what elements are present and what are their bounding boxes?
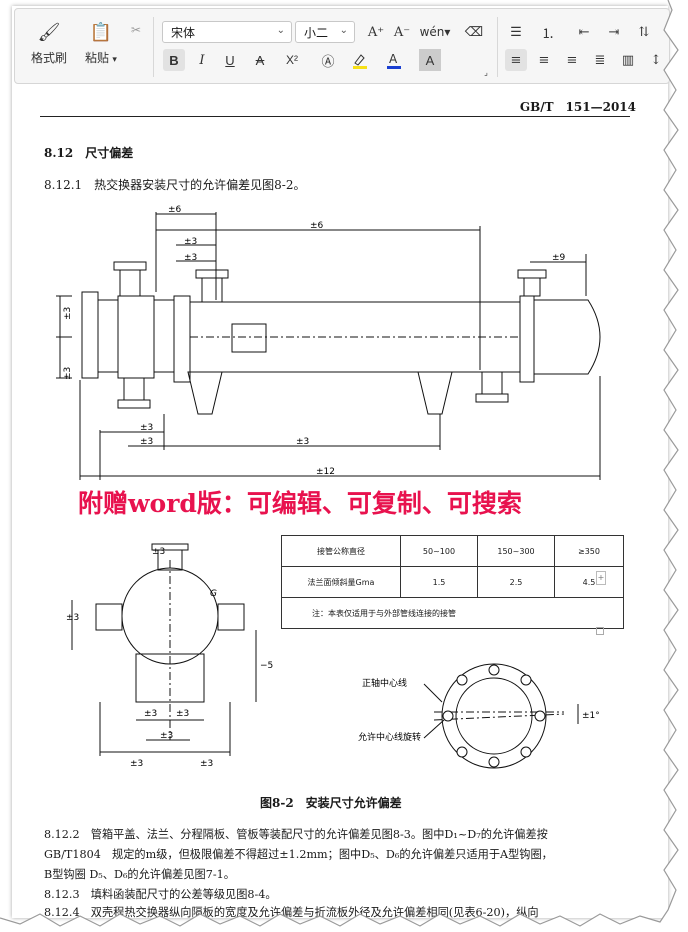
dim-label: G: [210, 589, 217, 599]
scissors-icon: ✂: [130, 23, 142, 37]
dim-label: ±3: [140, 437, 153, 447]
dim-label: ±3: [296, 437, 309, 447]
dim-label: ±3: [130, 759, 143, 769]
dim-label: ±3: [184, 253, 197, 263]
brush-icon: 🖌: [37, 22, 61, 42]
dim-label: −5: [260, 661, 273, 671]
strikethrough-button[interactable]: A: [255, 52, 265, 68]
standard-number-header: GB/T 151—2014: [519, 100, 636, 114]
char-shading-icon[interactable]: A: [419, 49, 441, 71]
font-name-select[interactable]: 宋体 ⌄: [162, 21, 292, 43]
chevron-down-icon: ⌄: [339, 25, 348, 36]
dim-label: ±3: [63, 367, 73, 380]
format-painter-button[interactable]: 🖌 格式刷: [30, 22, 67, 65]
paste-button[interactable]: 📋 粘贴 ▾: [85, 22, 117, 65]
clause-8-12-2-cont: GB/T1804 规定的m级，但极限偏差不得超过±1.2mm；图中D₅、D₆的允…: [44, 848, 553, 861]
align-right-button[interactable]: ≡: [566, 52, 578, 68]
header-rule: [40, 116, 630, 117]
font-dialog-launcher-icon[interactable]: ⌟: [484, 67, 488, 77]
clause-8-12-2: 8.12.2 管箱平盖、法兰、分程隔板、管板等装配尺寸的允许偏差见图8-3。图中…: [44, 828, 548, 841]
flange-tilt-table: 接管公称直径 50~100 150~300 ≥350 法兰面倾斜量Gma 1.5…: [281, 535, 624, 629]
table-move-handle[interactable]: +: [596, 571, 606, 585]
clipboard-icon: 📋: [89, 22, 113, 42]
cut-button[interactable]: ✂: [125, 19, 147, 41]
svg-text:A: A: [389, 52, 398, 66]
ring-drawing: 正轴中心线 允许中心线旋转 ±1°: [358, 663, 600, 769]
highlight-icon[interactable]: [349, 49, 371, 71]
toolbar-divider: [497, 17, 498, 77]
align-left-button[interactable]: ≡: [505, 49, 527, 71]
dim-label: ±6: [168, 205, 182, 215]
dim-label: ±9: [552, 253, 566, 263]
increase-indent-icon[interactable]: ⇥: [608, 24, 620, 40]
dim-label: ±3: [184, 237, 197, 247]
dim-label: ±3: [144, 709, 157, 719]
sort-icon[interactable]: ⇅: [638, 24, 650, 40]
dim-label: ±3: [140, 423, 153, 433]
justify-button[interactable]: ≣: [594, 52, 606, 68]
font-size-select[interactable]: 小二 ⌄: [295, 21, 355, 43]
phonetic-guide-icon[interactable]: wén▾: [419, 25, 451, 39]
dim-label: ±6: [310, 221, 324, 231]
grow-font-icon[interactable]: A⁺: [367, 24, 385, 40]
dim-label: ±3: [200, 759, 213, 769]
clause-8-12-2-cont: B型钩圈 D₅、D₆的允许偏差见图7-1。: [44, 868, 235, 881]
ring-rotation-label: 允许中心线旋转: [358, 731, 421, 743]
chevron-down-icon: ▾: [112, 54, 117, 64]
bold-button[interactable]: B: [163, 49, 185, 71]
decrease-indent-icon[interactable]: ⇤: [578, 24, 590, 40]
table-resize-handle[interactable]: [596, 627, 604, 635]
dim-label: ±3: [152, 547, 165, 557]
table-row: 注：本表仅适用于与外部管线连接的接管: [281, 597, 624, 629]
font-color-icon[interactable]: A: [383, 49, 405, 71]
side-view-drawing: ±3 G ±3 −5 ±3 ±3 ±3 ±3 ±3: [66, 543, 273, 769]
ring-angle-label: ±1°: [582, 711, 600, 721]
italic-button[interactable]: I: [199, 52, 205, 68]
clause-8-12-3: 8.12.3 填料函装配尺寸的公差等级见图8-4。: [44, 888, 277, 901]
table-row: 接管公称直径 50~100 150~300 ≥350: [281, 535, 624, 567]
line-spacing-icon[interactable]: ↕: [650, 52, 662, 68]
toolbar-divider: [153, 17, 154, 77]
dim-label: ±3: [63, 307, 73, 320]
watermark-banner: 附赠word版：可编辑、可复制、可搜索: [78, 489, 522, 518]
dim-label: ±3: [66, 613, 79, 623]
clause-8-12-1: 8.12.1 热交换器安装尺寸的允许偏差见图8-2。: [44, 178, 306, 192]
distributed-button[interactable]: ▥: [621, 52, 635, 68]
table-row: 法兰面倾斜量Gma 1.5 2.5 4.5: [281, 566, 624, 598]
heat-exchanger-drawing: ±6 ±6 ±3 ±3 ±9 ±3 ±3 ±3 ±3 ±3 ±12: [56, 205, 601, 480]
align-center-button[interactable]: ≡: [538, 52, 550, 68]
shrink-font-icon[interactable]: A⁻: [393, 24, 411, 40]
clause-8-12-4: 8.12.4 双壳程热交换器纵向隔板的宽度及允许偏差与折流板外径及允许偏差相同(…: [44, 906, 539, 919]
underline-button[interactable]: U: [225, 52, 235, 68]
dim-label: ±3: [160, 731, 173, 741]
bullets-icon[interactable]: ☰: [510, 24, 522, 40]
numbering-icon[interactable]: ⒈: [541, 26, 555, 42]
text-effect-icon[interactable]: Ⓐ: [321, 54, 335, 70]
chevron-down-icon: ⌄: [276, 25, 285, 36]
superscript-button[interactable]: X²: [286, 53, 298, 67]
dim-label: ±12: [316, 467, 335, 477]
section-title: 8.12 尺寸偏差: [44, 146, 134, 160]
ring-center-label: 正轴中心线: [362, 677, 407, 689]
dim-label: ±3: [176, 709, 189, 719]
clear-format-icon[interactable]: ⌫: [464, 24, 484, 40]
figure-caption: 图8-2 安装尺寸允许偏差: [260, 796, 402, 810]
ribbon-toolbar: 🖌 格式刷 📋 粘贴 ▾ ✂ 宋体 ⌄ 小二 ⌄ A⁺ A⁻ wén▾ ⌫ B …: [14, 8, 670, 84]
